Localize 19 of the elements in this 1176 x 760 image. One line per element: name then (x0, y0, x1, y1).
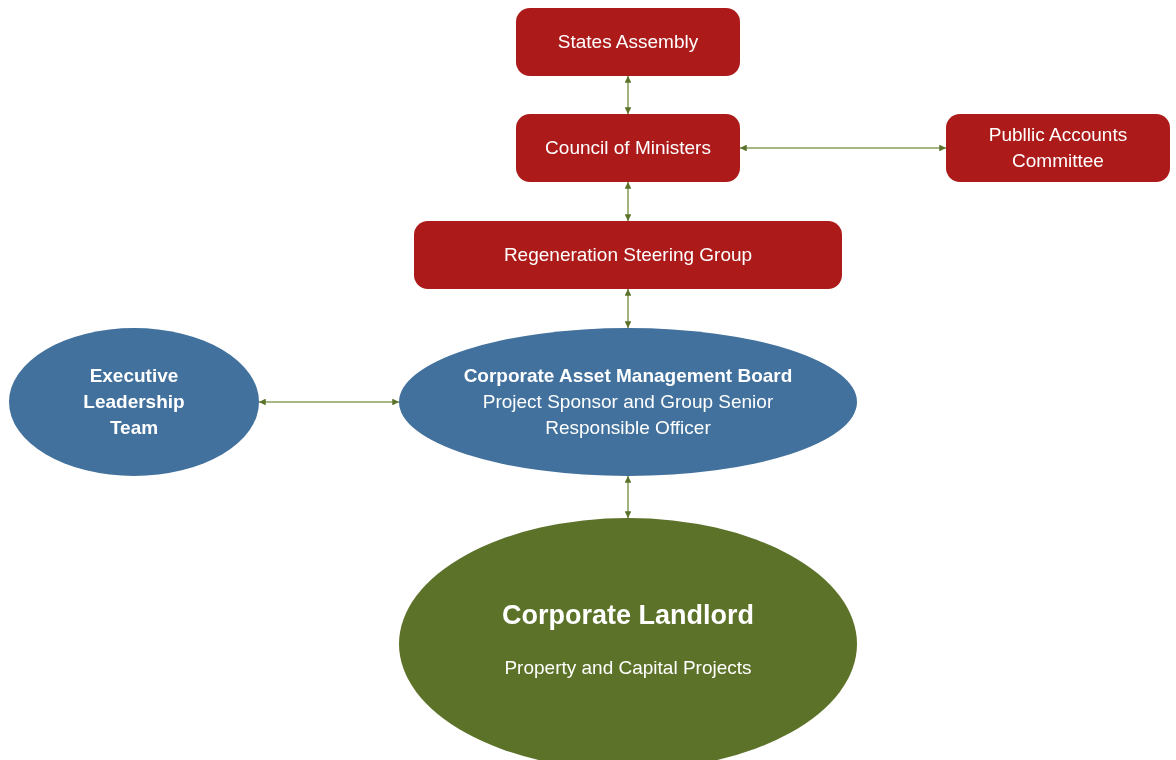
rounded-box (946, 114, 1170, 182)
rounded-box (516, 114, 740, 182)
node-label: Council of Ministers (545, 135, 711, 160)
double-arrow (624, 181, 632, 222)
node-label: Executive Leadership Team (82, 363, 186, 441)
node-label: States Assembly (557, 29, 699, 54)
node-label: Project Sponsor and Group Senior Responsible Officer (481, 389, 775, 441)
double-arrow (739, 144, 947, 152)
double-arrow (624, 475, 632, 519)
node-heading: Corporate Landlord (502, 599, 754, 633)
double-arrow (624, 288, 632, 329)
node-label: Publlic Accounts Committee (987, 122, 1129, 173)
double-arrow (624, 75, 632, 115)
rounded-box (414, 221, 842, 289)
node-label: Regeneration Steering Group (503, 242, 753, 267)
node-label: Property and Capital Projects (504, 655, 752, 680)
node-heading: Corporate Asset Management Board (463, 363, 793, 388)
rounded-box (516, 8, 740, 76)
double-arrow (258, 398, 400, 406)
